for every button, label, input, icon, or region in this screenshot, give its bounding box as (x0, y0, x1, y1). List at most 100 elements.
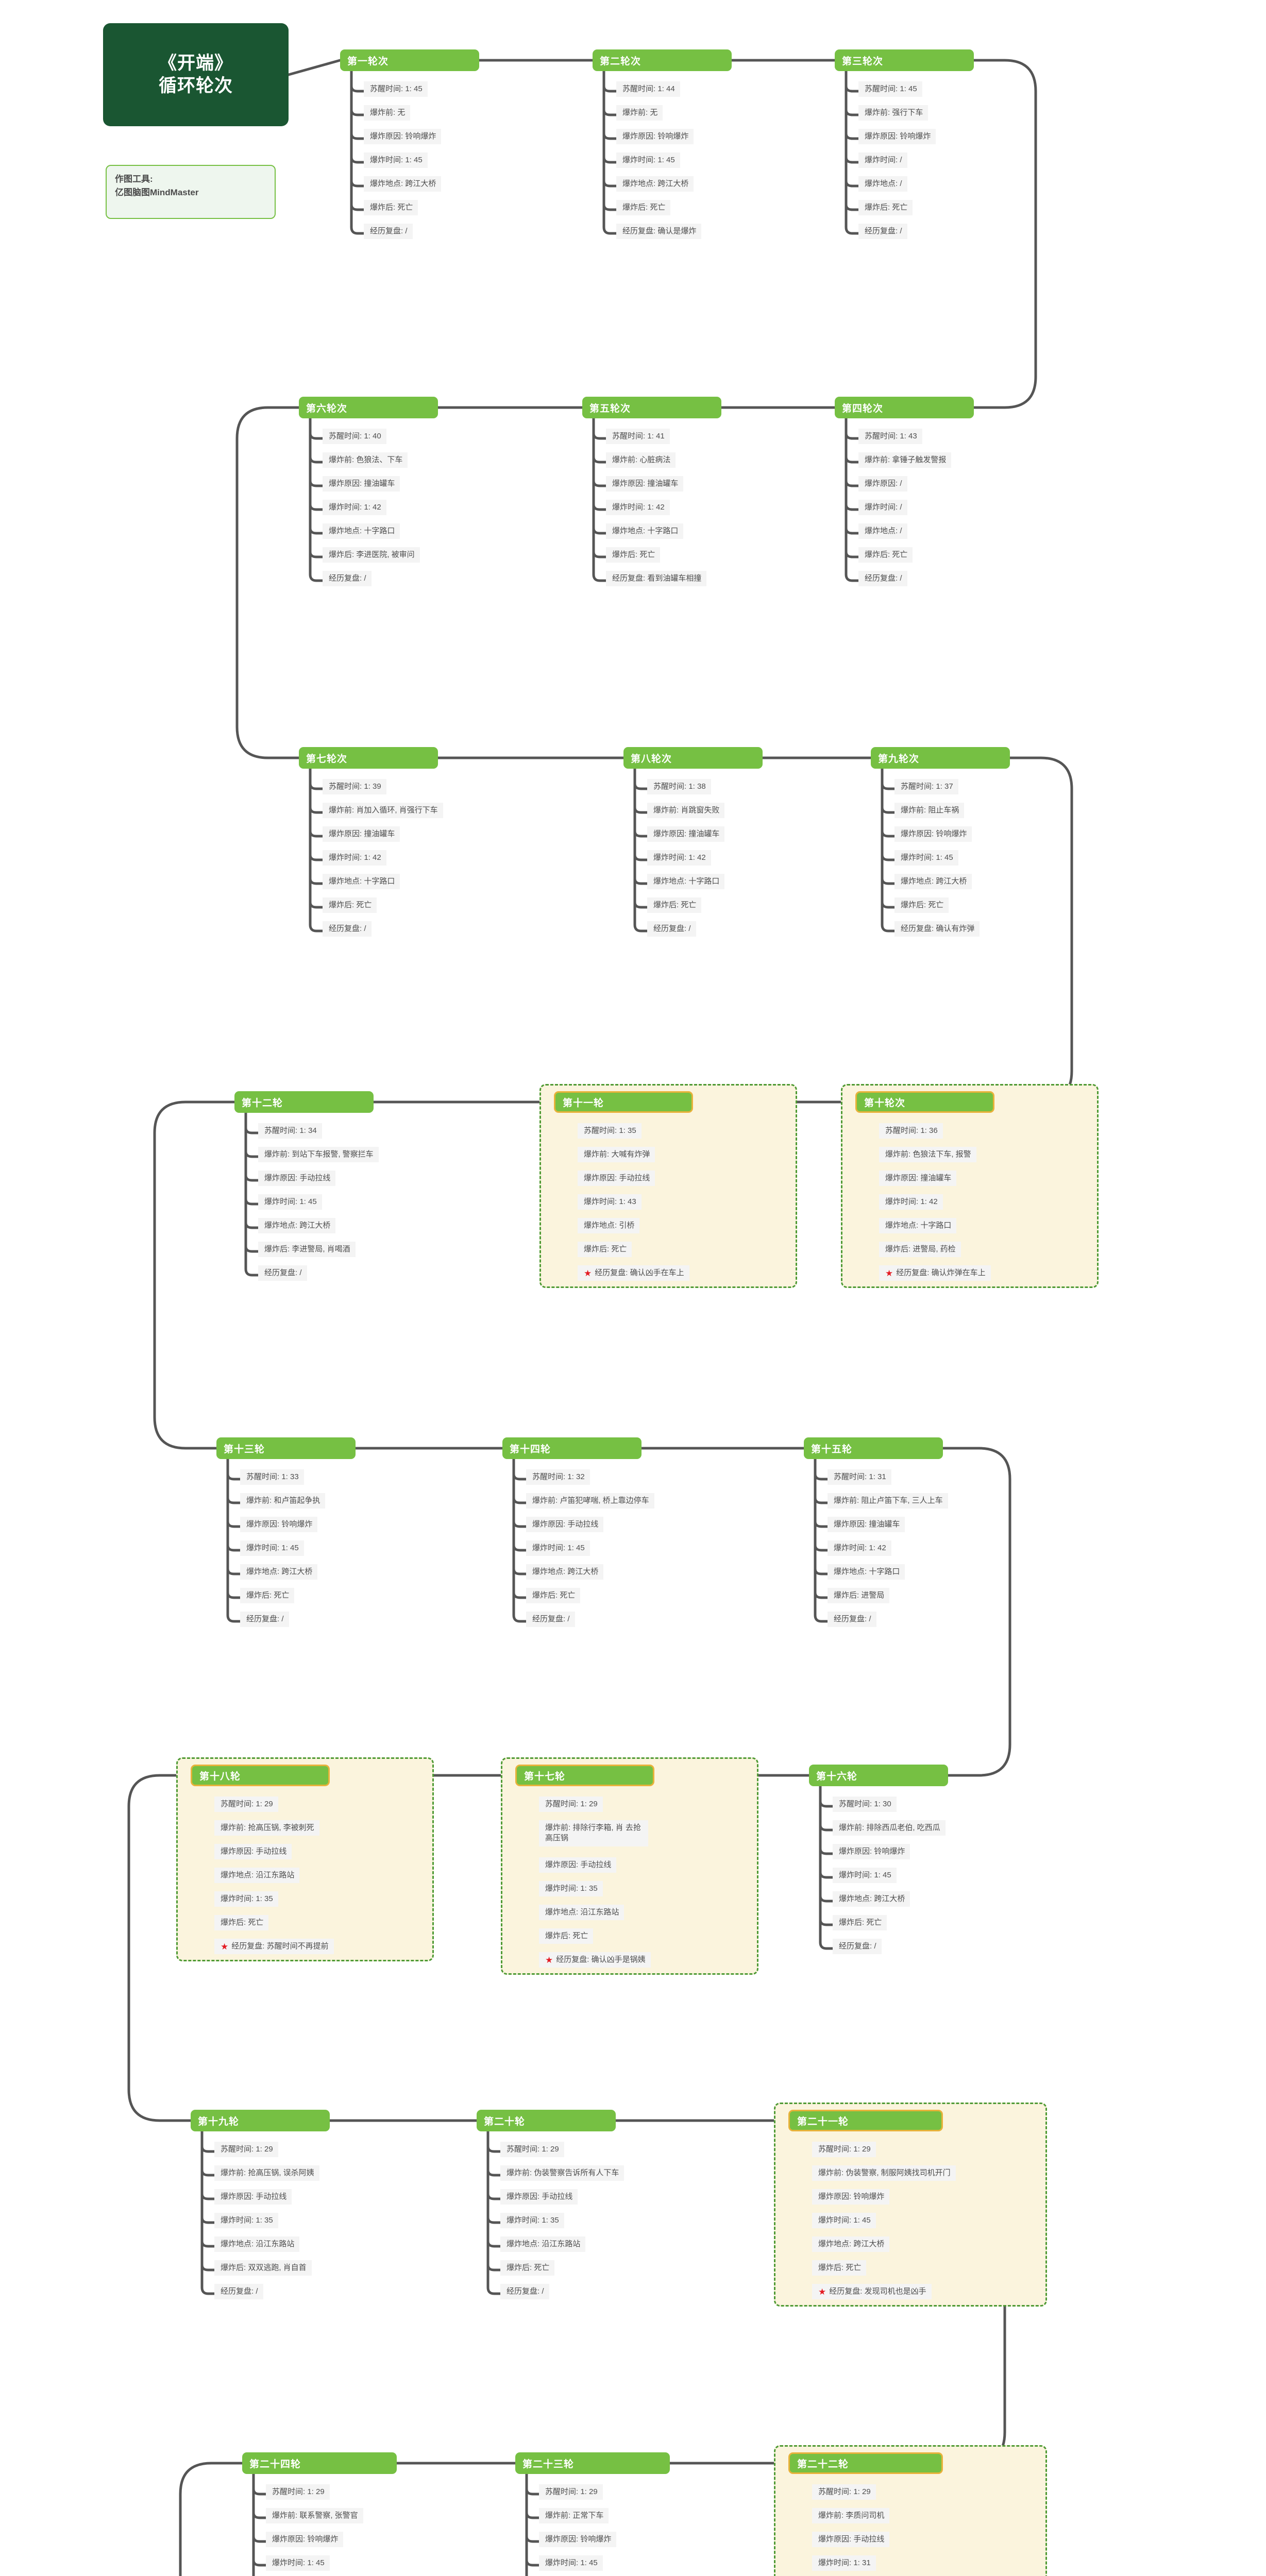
round-item[interactable]: 爆炸前: 心脏病法 (606, 452, 676, 468)
round-item[interactable]: 爆炸时间: 1: 35 (214, 1891, 278, 1907)
round-item[interactable]: 爆炸时间: 1: 31 (812, 2555, 876, 2571)
round-item[interactable]: 苏醒时间: 1: 45 (858, 81, 922, 97)
round-item[interactable]: 爆炸后: 死亡 (812, 2260, 867, 2276)
round-item[interactable]: 爆炸原因: 撞油罐车 (606, 476, 684, 492)
round-item[interactable]: 爆炸后: 李进警局, 肖喝酒 (258, 1242, 356, 1258)
round-item[interactable]: 经历复盘: / (858, 224, 907, 240)
round-item[interactable]: 爆炸原因: 撞油罐车 (879, 1171, 957, 1187)
round-item[interactable]: 苏醒时间: 1: 39 (323, 779, 386, 795)
round-item[interactable]: 爆炸后: 李进医院, 被审问 (323, 547, 420, 563)
round-title-16[interactable]: 第十六轮 (809, 1765, 948, 1786)
round-title-18[interactable]: 第十八轮 (191, 1765, 330, 1786)
round-item[interactable]: 苏醒时间: 1: 32 (526, 1469, 590, 1485)
round-title-8[interactable]: 第八轮次 (623, 747, 763, 769)
round-title-14[interactable]: 第十四轮 (502, 1437, 642, 1459)
round-item[interactable]: 爆炸地点: / (858, 523, 907, 539)
round-item[interactable]: 爆炸后: 死亡 (894, 897, 949, 913)
round-item[interactable]: 经历复盘: / (526, 1612, 575, 1628)
round-item[interactable]: 爆炸后: 死亡 (539, 1928, 594, 1944)
round-item[interactable]: 爆炸时间: 1: 45 (364, 152, 428, 168)
round-title-7[interactable]: 第七轮次 (299, 747, 438, 769)
round-title-5[interactable]: 第五轮次 (582, 397, 721, 418)
round-item[interactable]: 经历复盘: / (647, 921, 696, 937)
round-item[interactable]: 爆炸地点: 十字路口 (606, 523, 684, 539)
round-item[interactable]: 苏醒时间: 1: 29 (266, 2484, 330, 2500)
round-item[interactable]: 苏醒时间: 1: 37 (894, 779, 958, 795)
round-title-6[interactable]: 第六轮次 (299, 397, 438, 418)
round-item[interactable]: 爆炸地点: 跨江大桥 (833, 1891, 910, 1907)
round-item[interactable]: 经历复盘: / (828, 1612, 876, 1628)
round-title-24[interactable]: 第二十四轮 (242, 2452, 397, 2474)
round-item[interactable]: 爆炸原因: 撞油罐车 (323, 826, 400, 842)
round-item[interactable]: 爆炸前: 无 (364, 105, 411, 121)
round-item[interactable]: 爆炸前: 到站下车报警, 警察拦车 (258, 1147, 379, 1163)
round-item[interactable]: 爆炸原因: 铃响爆炸 (812, 2189, 890, 2205)
round-title-10[interactable]: 第十轮次 (855, 1091, 994, 1113)
round-item[interactable]: 苏醒时间: 1: 31 (828, 1469, 891, 1485)
round-item[interactable]: 爆炸后: 死亡 (364, 200, 418, 216)
round-title-22[interactable]: 第二十二轮 (788, 2452, 943, 2474)
round-item[interactable]: 爆炸后: 双双逃跑, 肖自首 (214, 2260, 312, 2276)
round-item[interactable]: 经历复盘: / (240, 1612, 289, 1628)
round-item[interactable]: 爆炸原因: 撞油罐车 (323, 476, 400, 492)
round-item[interactable]: 爆炸时间: 1: 43 (578, 1194, 642, 1210)
round-item[interactable]: ★经历复盘: 苏醒时间不再提前 (214, 1939, 334, 1955)
round-item[interactable]: 爆炸前: 抢高压锅, 误杀阿姨 (214, 2165, 319, 2181)
round-item[interactable]: 爆炸原因: 铃响爆炸 (539, 2532, 617, 2548)
round-item[interactable]: 爆炸前: 拿锤子触发警报 (858, 452, 952, 468)
round-item[interactable]: 爆炸后: 死亡 (526, 1588, 581, 1604)
round-item[interactable]: 爆炸地点: 跨江大桥 (240, 1564, 318, 1580)
round-title-12[interactable]: 第十二轮 (234, 1091, 374, 1113)
round-item[interactable]: 爆炸地点: 十字路口 (323, 523, 400, 539)
round-item[interactable]: 爆炸前: 抢高压锅, 李被刺死 (214, 1820, 319, 1836)
round-title-1[interactable]: 第一轮次 (340, 49, 479, 71)
round-title-19[interactable]: 第十九轮 (191, 2110, 330, 2131)
round-item[interactable]: 爆炸前: 伪装警察, 制服阿姨找司机开门 (812, 2165, 956, 2181)
round-title-21[interactable]: 第二十一轮 (788, 2110, 943, 2131)
round-item[interactable]: 爆炸时间: 1: 42 (323, 500, 386, 516)
round-item[interactable]: 苏醒时间: 1: 40 (323, 429, 386, 445)
round-item[interactable]: 爆炸时间: 1: 42 (828, 1540, 891, 1556)
round-title-13[interactable]: 第十三轮 (216, 1437, 356, 1459)
round-item[interactable]: 经历复盘: / (323, 921, 372, 937)
round-title-11[interactable]: 第十一轮 (554, 1091, 693, 1113)
round-item[interactable]: 爆炸后: 死亡 (616, 200, 671, 216)
round-item[interactable]: 爆炸地点: 沿江东路站 (214, 1868, 300, 1884)
round-item[interactable]: 爆炸前: 肖跳窗失败 (647, 803, 725, 819)
round-item[interactable]: 爆炸原因: 铃响爆炸 (240, 1517, 318, 1533)
round-item[interactable]: 经历复盘: 确认是爆炸 (616, 224, 702, 240)
round-item[interactable]: 苏醒时间: 1: 35 (578, 1123, 642, 1139)
round-item[interactable]: 爆炸前: 色狼法下车, 报警 (879, 1147, 976, 1163)
round-item[interactable]: 爆炸前: 阻止车祸 (894, 803, 965, 819)
round-item[interactable]: 爆炸时间: / (858, 152, 907, 168)
round-item[interactable]: 爆炸地点: 十字路口 (647, 874, 725, 890)
round-item[interactable]: 爆炸原因: 手动拉线 (578, 1171, 655, 1187)
round-item[interactable]: 爆炸原因: 撞油罐车 (828, 1517, 905, 1533)
round-item[interactable]: 爆炸前: 正常下车 (539, 2508, 609, 2524)
round-item[interactable]: ★经历复盘: 确认炸弹在车上 (879, 1265, 991, 1281)
round-item[interactable]: 爆炸原因: 铃响爆炸 (266, 2532, 344, 2548)
round-item[interactable]: 经历复盘: / (833, 1939, 882, 1955)
round-item[interactable]: 爆炸原因: 手动拉线 (812, 2532, 890, 2548)
round-item[interactable]: 爆炸地点: / (858, 176, 907, 192)
round-item[interactable]: 爆炸时间: 1: 42 (606, 500, 670, 516)
round-title-4[interactable]: 第四轮次 (835, 397, 974, 418)
round-item[interactable]: 苏醒时间: 1: 36 (879, 1123, 943, 1139)
round-item[interactable]: 爆炸原因: 手动拉线 (500, 2189, 578, 2205)
round-item[interactable]: 爆炸原因: / (858, 476, 907, 492)
round-item[interactable]: 爆炸时间: 1: 45 (812, 2213, 876, 2229)
round-item[interactable]: 爆炸后: 死亡 (833, 1915, 887, 1931)
round-item[interactable]: 爆炸时间: 1: 42 (323, 850, 386, 866)
round-item[interactable]: 爆炸后: 死亡 (858, 200, 913, 216)
round-item[interactable]: 经历复盘: / (364, 224, 413, 240)
round-item[interactable]: 爆炸原因: 手动拉线 (526, 1517, 604, 1533)
round-item[interactable]: 爆炸地点: 沿江东路站 (214, 2236, 300, 2252)
round-item[interactable]: 苏醒时间: 1: 45 (364, 81, 428, 97)
round-item[interactable]: 爆炸前: 强行下车 (858, 105, 929, 121)
round-item[interactable]: 爆炸前: 肖加入循环, 肖强行下车 (323, 803, 443, 819)
round-item[interactable]: 爆炸后: 死亡 (500, 2260, 555, 2276)
round-item[interactable]: 爆炸地点: 跨江大桥 (616, 176, 694, 192)
round-item[interactable]: 经历复盘: 确认有炸弹 (894, 921, 980, 937)
round-item[interactable]: 苏醒时间: 1: 29 (812, 2484, 876, 2500)
round-item[interactable]: 爆炸地点: 跨江大桥 (258, 1218, 336, 1234)
